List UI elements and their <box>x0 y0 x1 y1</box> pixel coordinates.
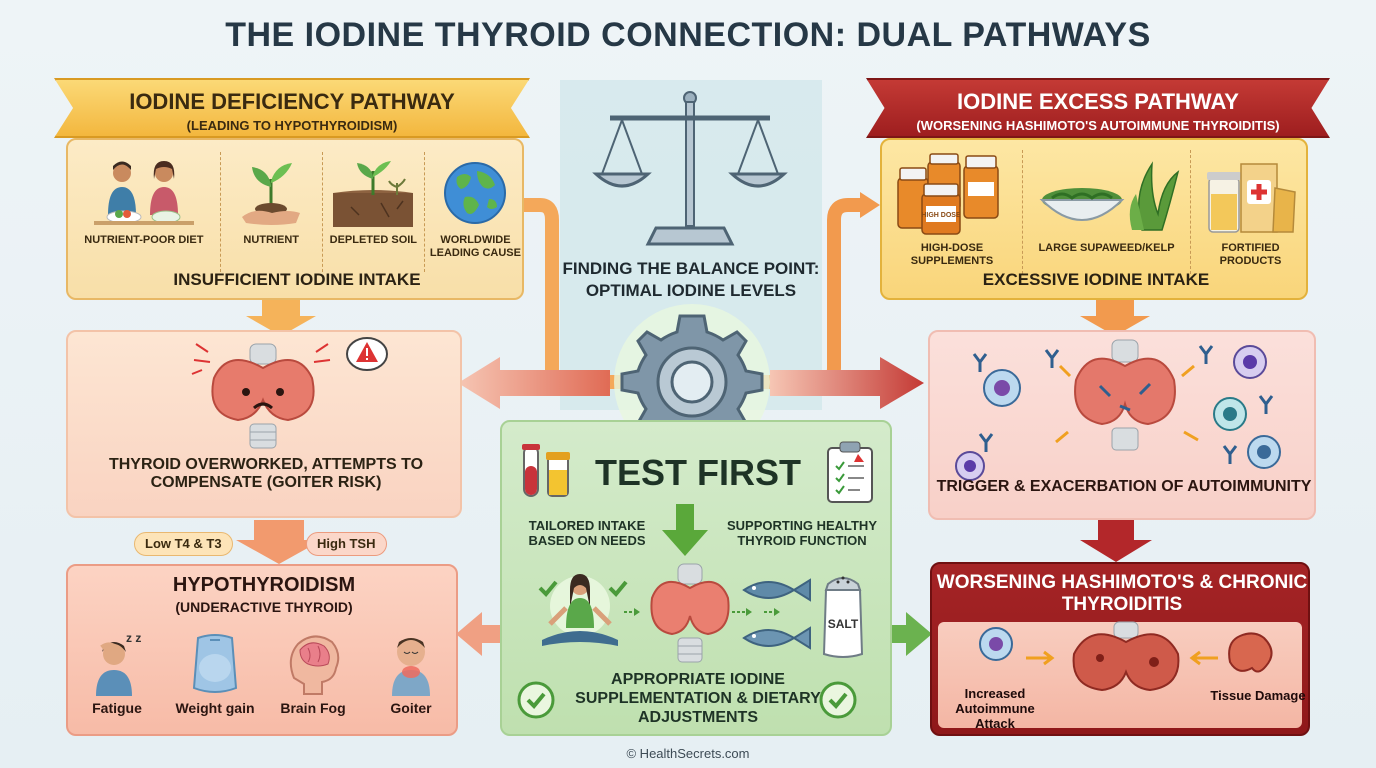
test-tubes-icon <box>522 444 570 497</box>
cause-label: NUTRIENT <box>243 234 300 246</box>
source-fortified: FORTIFIED PRODUCTS <box>1190 150 1306 274</box>
deficiency-causes-box: NUTRIENT-POOR DIET NUTRIENT <box>66 138 524 300</box>
symptom-goiter: Goiter <box>362 626 456 730</box>
family-eating-icon <box>93 161 194 225</box>
fortified-products-icon <box>1206 163 1296 233</box>
check-badge-icon <box>517 681 555 719</box>
down-arrow-icon <box>662 504 708 556</box>
source-seaweed: LARGE SUPAWEED/KELP <box>1022 150 1190 274</box>
excessive-intake-label: EXCESSIVE IODINE INTAKE <box>982 270 1210 289</box>
autoimmune-attack-label: Increased Autoimmune Attack <box>955 686 1035 731</box>
test-first-title: TEST FIRST <box>595 452 801 493</box>
symptom-weight-gain: Weight gain <box>166 626 264 730</box>
goiter-icon <box>392 638 430 696</box>
dashed-arrows-icon <box>624 608 752 616</box>
hypothyroidism-box: HYPOTHYROIDISM (UNDERACTIVE THYROID) z z… <box>66 564 458 736</box>
balance-scale-icon <box>592 91 788 246</box>
sprout-in-hand-icon <box>242 163 301 225</box>
insufficient-intake-label: INSUFFICIENT IODINE INTAKE <box>173 270 421 289</box>
fish-icon <box>742 578 811 650</box>
salt-label: SALT <box>828 617 859 631</box>
balance-point-text: FINDING THE BALANCE POINT: OPTIMAL IODIN… <box>562 259 820 300</box>
supplement-bottles-icon: HIGH DOSE <box>897 153 999 235</box>
cause-soil: DEPLETED SOIL <box>321 152 424 272</box>
cause-worldwide: WORLDWIDE LEADING CAUSE <box>423 152 522 272</box>
fatigue-icon: z z <box>96 631 141 696</box>
seaweed-bowl-icon <box>1039 161 1179 231</box>
salt-shaker-icon: SALT <box>822 576 864 658</box>
autoimmunity-box: TRIGGER & EXACERBATION OF AUTOIMMUNITY <box>928 330 1316 520</box>
gear-icon <box>614 304 770 460</box>
cause-label: NUTRIENT-POOR DIET <box>84 234 204 246</box>
symptom-label: Brain Fog <box>280 700 346 716</box>
brain-fog-icon <box>289 635 340 695</box>
source-label: FORTIFIED PRODUCTS <box>1219 242 1282 267</box>
credit-text: © HealthSecrets.com <box>626 746 750 761</box>
test-first-box: TEST FIRST TAILORED INTAKE BASED ON NEED… <box>500 420 892 736</box>
excess-banner: IODINE EXCESS PATHWAY (WORSENING HASHIMO… <box>866 78 1330 138</box>
source-label: HIGH-DOSE SUPPLEMENTS <box>910 242 994 267</box>
stressed-thyroid-icon <box>191 343 331 449</box>
cause-diet: NUTRIENT-POOR DIET <box>68 152 220 272</box>
damaged-thyroid-icon <box>979 621 1273 692</box>
deficiency-banner: IODINE DEFICIENCY PATHWAY (LEADING TO HY… <box>54 78 530 138</box>
depleted-soil-icon <box>333 161 414 227</box>
deficiency-subtitle: (LEADING TO HYPOTHYROIDISM) <box>186 118 398 133</box>
cause-label: DEPLETED SOIL <box>329 234 418 246</box>
immune-attack-thyroid-icon <box>955 339 1281 481</box>
symptom-label: Goiter <box>390 700 432 716</box>
healthy-thyroid-icon <box>650 563 730 663</box>
svg-text:z z: z z <box>126 631 141 645</box>
appropriate-supplementation-text: APPROPRIATE IODINE SUPPLEMENTATION & DIE… <box>575 671 821 726</box>
symptom-brain-fog: Brain Fog <box>264 626 362 730</box>
supporting-function-text: SUPPORTING HEALTHY THYROID FUNCTION <box>727 518 877 548</box>
overworked-text: THYROID OVERWORKED, ATTEMPTS TO COMPENSA… <box>108 456 424 491</box>
cause-nutrient: NUTRIENT <box>219 152 322 272</box>
hashimotos-title: WORSENING HASHIMOTO'S & CHRONIC THYROIDI… <box>936 572 1308 615</box>
excess-sources-box: HIGH DOSE HIGH-DOSE SUPPLEMENTS LARGE SU… <box>880 138 1308 300</box>
bottle-label: HIGH DOSE <box>921 212 961 219</box>
clipboard-checklist-icon <box>827 441 873 503</box>
symptom-label: Fatigue <box>92 700 142 716</box>
tissue-damage-label: Tissue Damage <box>1210 688 1306 703</box>
hypothyroidism-subtitle: (UNDERACTIVE THYROID) <box>175 599 353 615</box>
symptom-fatigue: z z Fatigue <box>68 626 166 730</box>
globe-icon <box>444 162 507 224</box>
warning-icon <box>346 337 388 371</box>
autoimmunity-text: TRIGGER & EXACERBATION OF AUTOIMMUNITY <box>936 478 1312 495</box>
high-tsh-badge: High TSH <box>306 532 387 556</box>
source-label: LARGE SUPAWEED/KELP <box>1038 242 1175 254</box>
hypothyroidism-title: HYPOTHYROIDISM <box>172 574 356 596</box>
overworked-thyroid-box: THYROID OVERWORKED, ATTEMPTS TO COMPENSA… <box>66 330 462 518</box>
excess-subtitle: (WORSENING HASHIMOTO'S AUTOIMMUNE THYROI… <box>916 118 1280 133</box>
weight-gain-icon <box>192 634 238 693</box>
meditation-icon <box>538 574 628 646</box>
deficiency-title: IODINE DEFICIENCY PATHWAY <box>129 89 455 114</box>
symptom-label: Weight gain <box>175 700 255 716</box>
page-title: THE IODINE THYROID CONNECTION: DUAL PATH… <box>225 16 1151 54</box>
check-badge-icon <box>819 681 857 719</box>
source-supplements: HIGH DOSE HIGH-DOSE SUPPLEMENTS <box>882 150 1022 274</box>
low-t4-t3-badge: Low T4 & T3 <box>134 532 233 556</box>
excess-title: IODINE EXCESS PATHWAY <box>957 89 1239 114</box>
tailored-intake-text: TAILORED INTAKE BASED ON NEEDS <box>528 518 646 548</box>
hashimotos-box: WORSENING HASHIMOTO'S & CHRONIC THYROIDI… <box>930 562 1310 736</box>
cause-label: WORLDWIDE LEADING CAUSE <box>429 234 521 259</box>
